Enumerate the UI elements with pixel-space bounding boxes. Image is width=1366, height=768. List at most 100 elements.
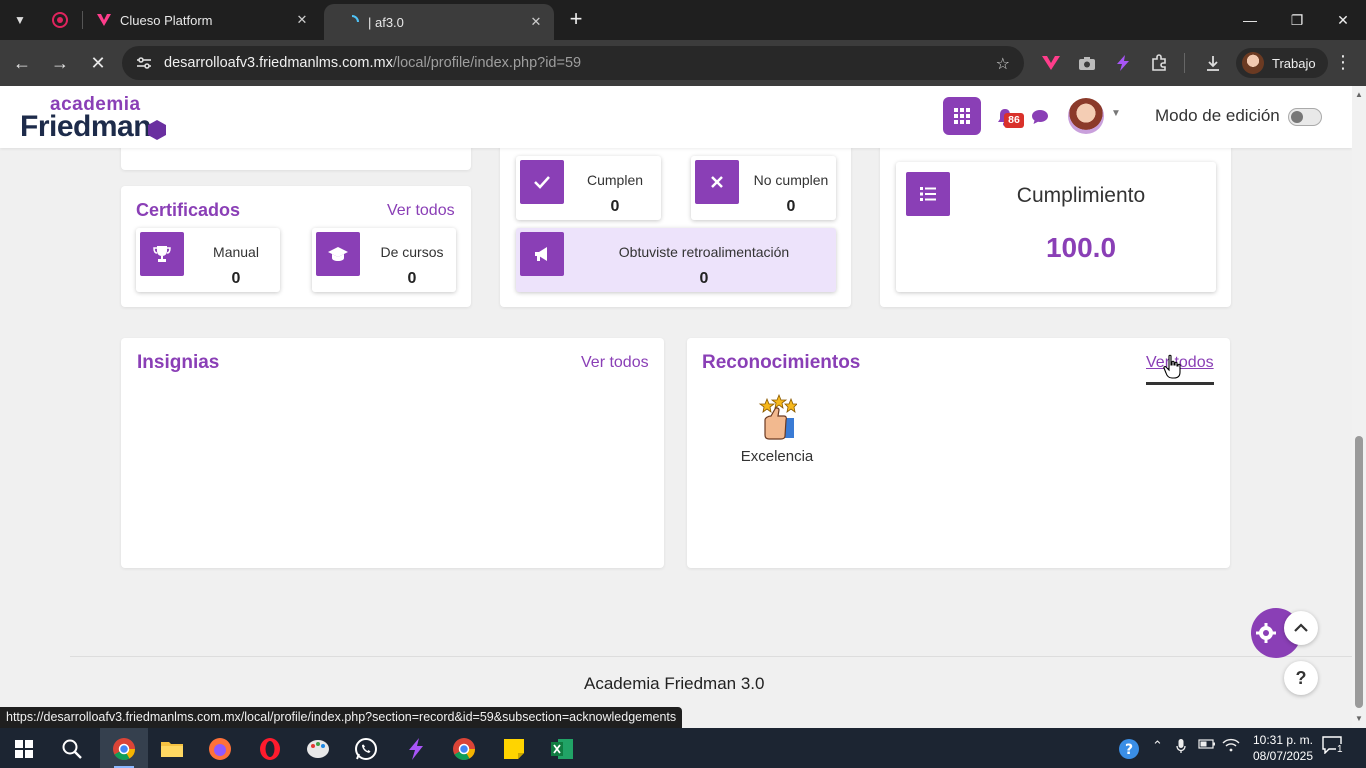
scrollbar-thumb[interactable] bbox=[1355, 436, 1363, 708]
site-info-icon[interactable] bbox=[136, 55, 152, 71]
hand-pointer-cursor-icon bbox=[1163, 354, 1181, 379]
reconocimientos-ver-todos-link[interactable]: Ver todos bbox=[1146, 354, 1214, 371]
profile-avatar bbox=[1242, 52, 1264, 74]
opera-icon bbox=[260, 738, 280, 760]
retroalimentacion-value: 0 bbox=[699, 270, 709, 287]
user-avatar[interactable] bbox=[1068, 98, 1104, 134]
cumplimiento-tile[interactable]: Cumplimiento 100.0 bbox=[896, 162, 1216, 292]
taskbar-chrome-profile-app[interactable] bbox=[104, 732, 144, 766]
chrome-icon bbox=[113, 738, 135, 760]
tab-title: Clueso Platform bbox=[120, 12, 213, 28]
logo-text-top: academia bbox=[50, 94, 141, 115]
certificado-manual-tile[interactable]: Manual 0 bbox=[136, 228, 280, 292]
restore-button[interactable]: ❐ bbox=[1290, 12, 1304, 28]
close-icon[interactable]: ✕ bbox=[530, 14, 542, 29]
taskbar-bolt-app[interactable] bbox=[396, 732, 436, 766]
arrow-left-icon: ← bbox=[13, 53, 31, 73]
reconocimientos-title: Reconocimientos bbox=[702, 352, 861, 373]
chevron-down-icon[interactable]: ▼ bbox=[1111, 108, 1121, 119]
no-cumplen-label: No cumplen bbox=[753, 172, 829, 188]
site-logo[interactable]: academia Friedman bbox=[20, 94, 170, 143]
minimize-button[interactable]: — bbox=[1243, 12, 1257, 28]
reconocimiento-excelencia[interactable]: Excelencia bbox=[740, 394, 814, 465]
toolbar-separator bbox=[1184, 53, 1185, 73]
taskbar-clock[interactable]: 10:31 p. m. 08/07/2025 bbox=[1246, 732, 1320, 764]
cumplen-value: 0 bbox=[610, 198, 620, 215]
cumplen-tile[interactable]: Cumplen 0 bbox=[516, 156, 661, 220]
tray-overflow-chevron-icon[interactable]: ⌃ bbox=[1152, 738, 1163, 753]
bookmark-star-icon[interactable]: ☆ bbox=[995, 56, 1010, 73]
page-scrollbar[interactable]: ▲ ▼ bbox=[1352, 86, 1366, 728]
stop-loading-button[interactable]: ✕ bbox=[84, 49, 112, 77]
microphone-icon[interactable] bbox=[1176, 738, 1186, 757]
profile-button[interactable]: Trabajo bbox=[1236, 48, 1328, 78]
download-icon[interactable] bbox=[1202, 52, 1224, 74]
close-window-button[interactable]: ✕ bbox=[1337, 12, 1349, 28]
recording-icon[interactable] bbox=[52, 12, 68, 28]
page-viewport: academia Friedman 86 ▼ Modo de edición C… bbox=[0, 86, 1352, 728]
new-tab-button[interactable]: + bbox=[569, 6, 583, 31]
certificados-ver-todos-link[interactable]: Ver todos bbox=[387, 202, 455, 219]
extensions-puzzle-icon[interactable] bbox=[1148, 52, 1170, 74]
browser-menu-icon[interactable]: ⋮ bbox=[1334, 52, 1352, 72]
bolt-extension-icon[interactable] bbox=[1112, 52, 1134, 74]
bolt-icon bbox=[409, 738, 423, 760]
taskbar-chrome[interactable] bbox=[444, 732, 484, 766]
logo-hexagon-icon bbox=[148, 120, 166, 140]
back-button[interactable]: ← bbox=[8, 49, 36, 77]
chrome-icon bbox=[453, 738, 475, 760]
no-cumplen-tile[interactable]: No cumplen 0 bbox=[691, 156, 836, 220]
taskbar-opera[interactable] bbox=[250, 732, 290, 766]
notification-count-badge: 86 bbox=[1004, 113, 1024, 128]
certificado-manual-label: Manual bbox=[213, 244, 259, 260]
wifi-icon[interactable] bbox=[1222, 738, 1240, 755]
notification-chat-icon bbox=[1322, 736, 1342, 755]
taskbar-search-button[interactable] bbox=[52, 732, 92, 766]
taskbar-file-explorer[interactable] bbox=[152, 732, 192, 766]
messages-chat-icon[interactable] bbox=[1031, 109, 1049, 125]
scroll-to-top-button[interactable] bbox=[1284, 611, 1318, 645]
retroalimentacion-tile[interactable]: Obtuviste retroalimentación 0 bbox=[516, 228, 836, 292]
windows-start-button[interactable] bbox=[4, 732, 44, 766]
tab-clueso-platform[interactable]: Clueso Platform ✕ bbox=[88, 0, 320, 40]
scroll-down-arrow-icon[interactable]: ▼ bbox=[1355, 714, 1363, 723]
battery-icon[interactable] bbox=[1198, 738, 1216, 753]
site-header: academia Friedman 86 ▼ Modo de edición bbox=[0, 86, 1352, 148]
notification-center-button[interactable]: 1 bbox=[1322, 736, 1346, 760]
apps-grid-button[interactable] bbox=[943, 97, 981, 135]
cumplen-label: Cumplen bbox=[586, 172, 644, 188]
taskbar-firefox[interactable] bbox=[200, 732, 240, 766]
taskbar-excel[interactable] bbox=[542, 732, 582, 766]
taskbar-help-app[interactable]: ? bbox=[1112, 732, 1146, 766]
edit-mode-toggle[interactable] bbox=[1288, 108, 1322, 126]
footer-divider bbox=[70, 656, 1352, 657]
camera-extension-icon[interactable] bbox=[1076, 52, 1098, 74]
tab-af3[interactable]: | af3.0 ✕ bbox=[324, 4, 554, 40]
forward-button[interactable]: → bbox=[46, 49, 74, 77]
grid-icon bbox=[954, 108, 970, 124]
chevron-up-icon bbox=[1294, 623, 1308, 632]
sticky-note-icon bbox=[504, 739, 524, 759]
certificado-cursos-label: De cursos bbox=[380, 244, 444, 260]
taskbar-paint-app[interactable] bbox=[298, 732, 338, 766]
help-button[interactable]: ? bbox=[1284, 661, 1318, 695]
clock-time: 10:31 p. m. bbox=[1252, 733, 1314, 747]
insignias-ver-todos-link[interactable]: Ver todos bbox=[581, 354, 649, 371]
taskbar-sticky-notes[interactable] bbox=[494, 732, 534, 766]
no-cumplen-value: 0 bbox=[786, 198, 796, 215]
tab-search-button[interactable]: ▼ bbox=[6, 6, 34, 34]
taskbar-whatsapp[interactable] bbox=[346, 732, 386, 766]
cumplimiento-label: Cumplimiento bbox=[1016, 184, 1146, 207]
certificado-cursos-tile[interactable]: De cursos 0 bbox=[312, 228, 456, 292]
megaphone-icon bbox=[520, 232, 564, 276]
address-bar[interactable]: desarrolloafv3.friedmanlms.com.mx/local/… bbox=[122, 46, 1024, 80]
url-text: desarrolloafv3.friedmanlms.com.mx/local/… bbox=[164, 55, 581, 71]
clueso-extension-icon[interactable] bbox=[1040, 52, 1062, 74]
x-mark-icon bbox=[695, 160, 739, 204]
footer-text: Academia Friedman 3.0 bbox=[584, 674, 765, 693]
edit-mode-label: Modo de edición bbox=[1155, 106, 1280, 125]
close-icon[interactable]: ✕ bbox=[296, 12, 308, 27]
close-icon: ✕ bbox=[90, 53, 106, 73]
scroll-up-arrow-icon[interactable]: ▲ bbox=[1355, 90, 1363, 99]
windows-logo-icon bbox=[15, 740, 33, 758]
